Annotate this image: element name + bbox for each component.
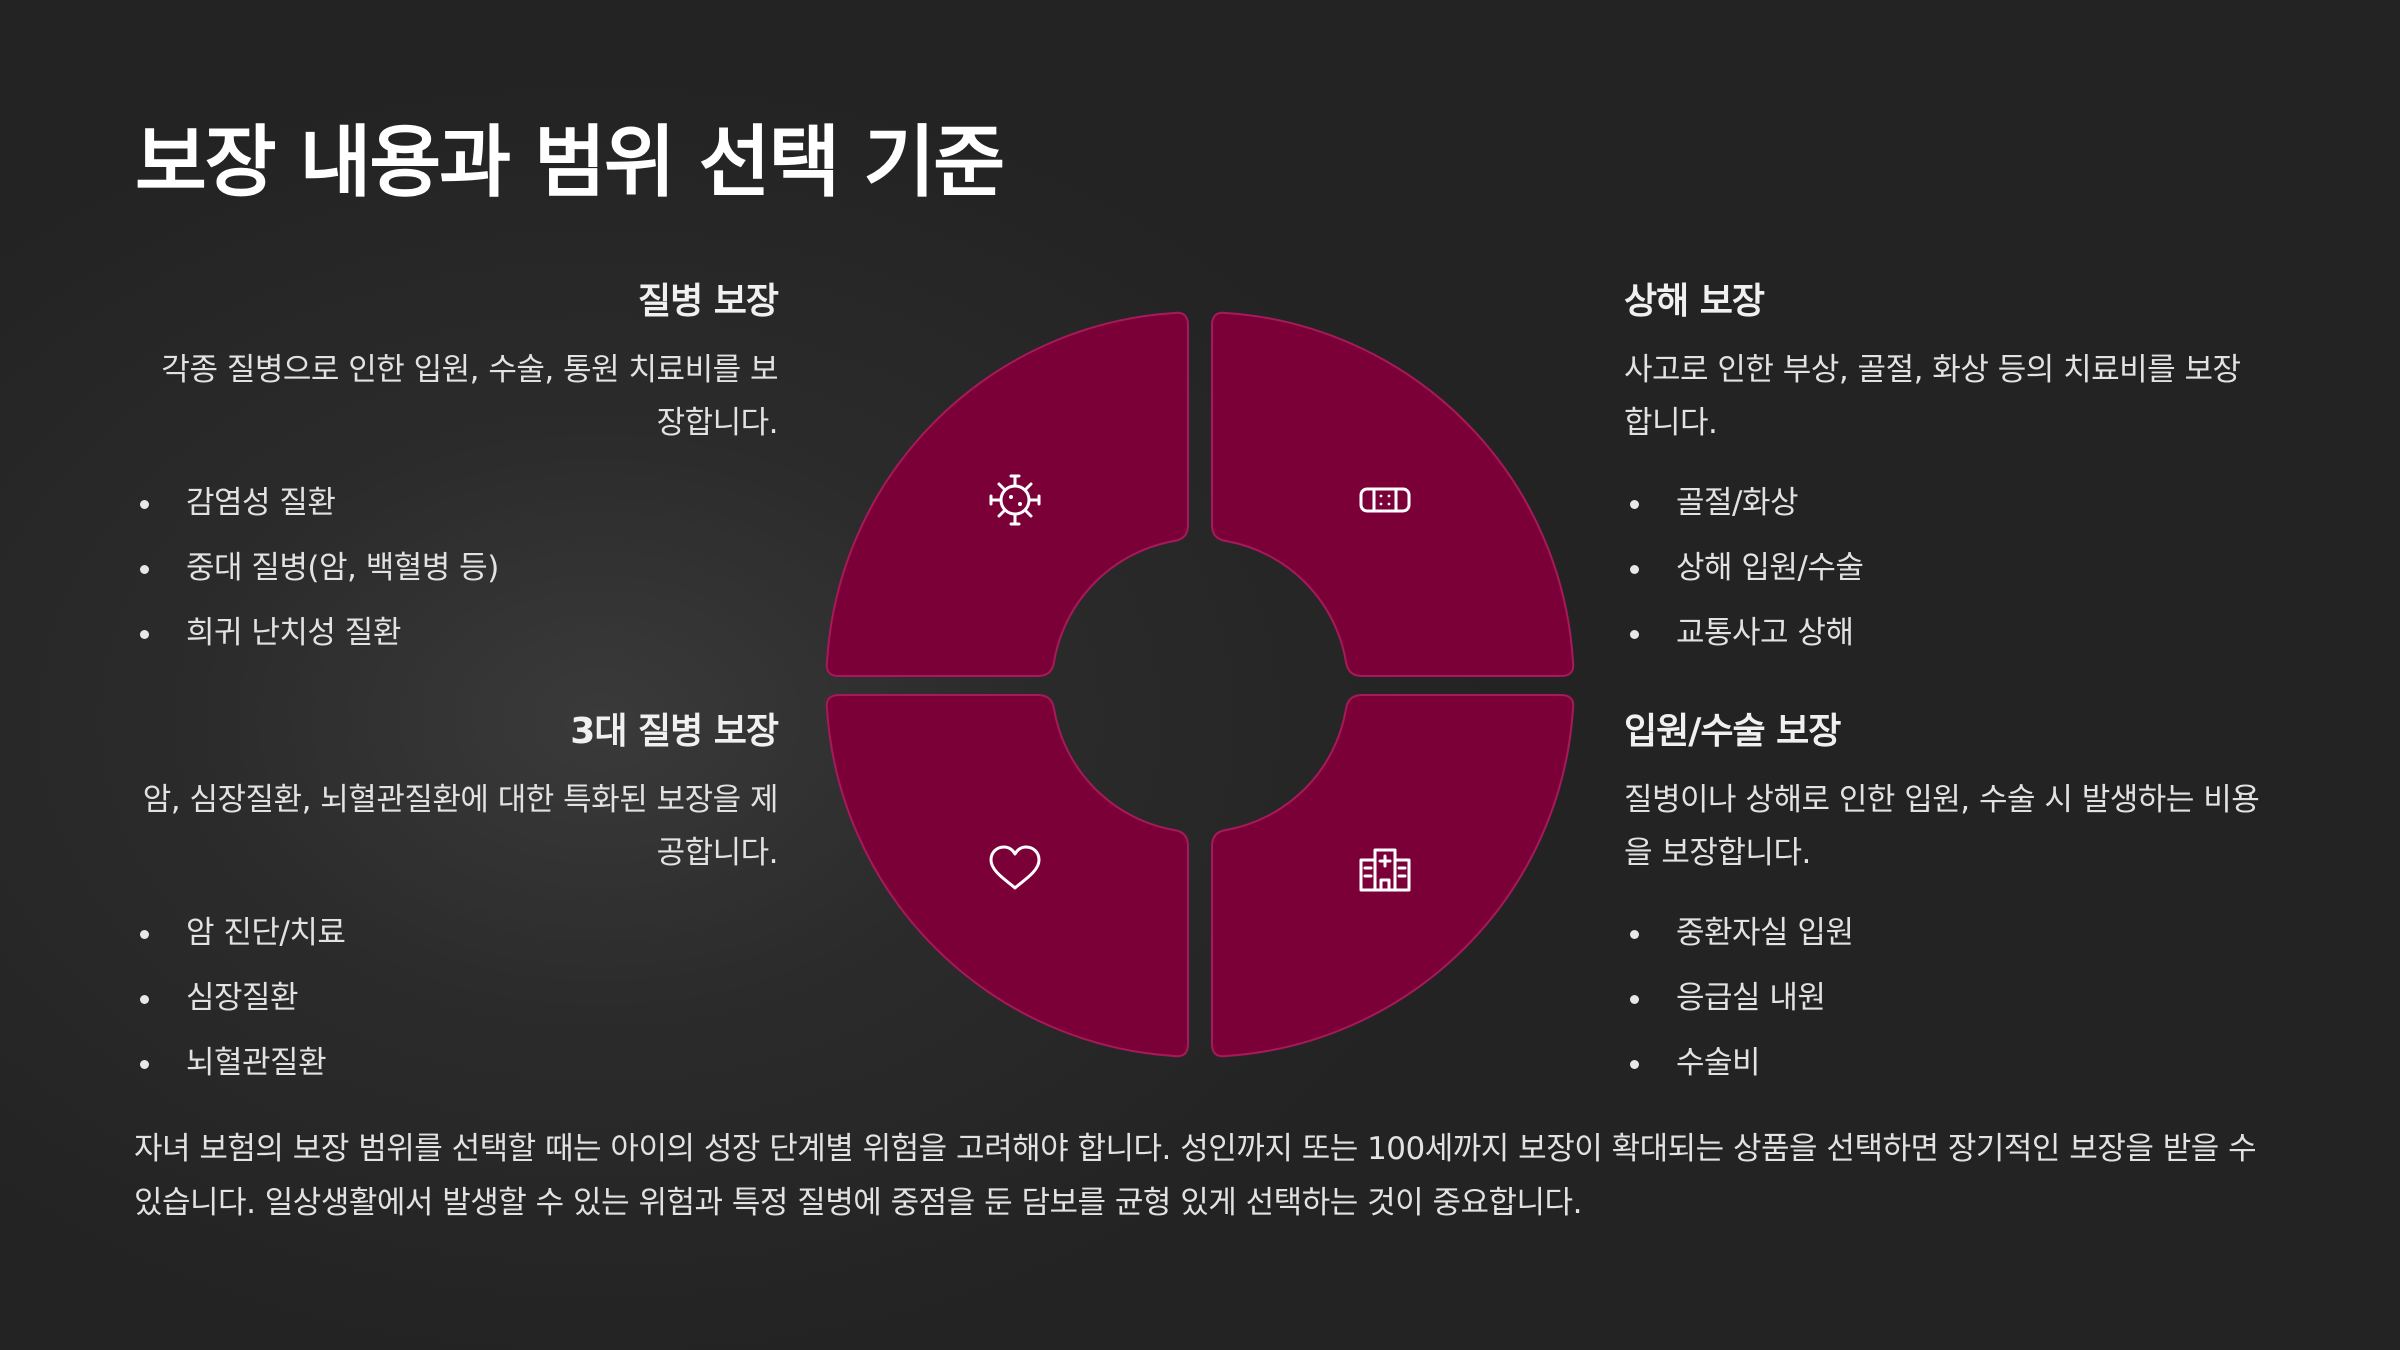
list-item: 뇌혈관질환 bbox=[134, 1031, 778, 1096]
list-item: 교통사고 상해 bbox=[1624, 601, 2264, 666]
page-title: 보장 내용과 범위 선택 기준 bbox=[135, 118, 1005, 208]
list-item: 암 진단/치료 bbox=[134, 901, 778, 966]
list-item: 희귀 난치성 질환 bbox=[134, 601, 778, 666]
major-disease-coverage-heading: 3대 질병 보장 bbox=[570, 711, 779, 752]
major-disease-coverage-block: 3대 질병 보장 암, 심장질환, 뇌혈관질환에 대한 특화된 보장을 제공합니… bbox=[134, 702, 779, 1096]
quadrant-major-disease bbox=[825, 694, 1189, 1058]
hospitalization-coverage-description: 질병이나 상해로 인한 입원, 수술 시 발생하는 비용을 보장합니다. bbox=[1624, 782, 2260, 871]
footer-note: 자녀 보험의 보장 범위를 선택할 때는 아이의 성장 단계별 위험을 고려해야… bbox=[134, 1131, 2257, 1221]
virus-icon bbox=[989, 474, 1041, 526]
injury-coverage-heading: 상해 보장 bbox=[1624, 281, 1765, 322]
disease-coverage-block: 질병 보장 각종 질병으로 인한 입원, 수술, 통원 치료비를 보장합니다. … bbox=[134, 272, 779, 666]
hospital-icon bbox=[1359, 848, 1411, 892]
list-item: 골절/화상 bbox=[1624, 471, 2264, 536]
quadrant-disease bbox=[825, 311, 1189, 677]
quadrant-injury bbox=[1211, 311, 1575, 677]
injury-coverage-block: 상해 보장 사고로 인한 부상, 골절, 화상 등의 치료비를 보장합니다. 골… bbox=[1624, 272, 2264, 666]
disease-coverage-list: 감염성 질환 중대 질병(암, 백혈병 등) 희귀 난치성 질환 bbox=[134, 471, 778, 666]
list-item: 중환자실 입원 bbox=[1624, 901, 2264, 966]
disease-coverage-description: 각종 질병으로 인한 입원, 수술, 통원 치료비를 보장합니다. bbox=[161, 352, 778, 441]
list-item: 응급실 내원 bbox=[1624, 966, 2264, 1031]
major-disease-coverage-list: 암 진단/치료 심장질환 뇌혈관질환 bbox=[134, 901, 778, 1096]
heart-icon bbox=[989, 845, 1041, 890]
list-item: 심장질환 bbox=[134, 966, 778, 1031]
hospitalization-coverage-heading: 입원/수술 보장 bbox=[1624, 711, 1841, 752]
disease-coverage-heading: 질병 보장 bbox=[637, 281, 779, 322]
injury-coverage-description: 사고로 인한 부상, 골절, 화상 등의 치료비를 보장합니다. bbox=[1624, 352, 2241, 441]
list-item: 상해 입원/수술 bbox=[1624, 536, 2264, 601]
bandage-icon bbox=[1359, 487, 1411, 513]
hospitalization-coverage-block: 입원/수술 보장 질병이나 상해로 인한 입원, 수술 시 발생하는 비용을 보… bbox=[1624, 702, 2264, 1096]
hospitalization-coverage-list: 중환자실 입원 응급실 내원 수술비 bbox=[1624, 901, 2264, 1096]
list-item: 수술비 bbox=[1624, 1031, 2264, 1096]
list-item: 중대 질병(암, 백혈병 등) bbox=[134, 536, 778, 601]
major-disease-coverage-description: 암, 심장질환, 뇌혈관질환에 대한 특화된 보장을 제공합니다. bbox=[142, 782, 779, 871]
list-item: 감염성 질환 bbox=[134, 471, 778, 536]
quadrant-hospitalization bbox=[1211, 694, 1575, 1058]
injury-coverage-list: 골절/화상 상해 입원/수술 교통사고 상해 bbox=[1624, 471, 2264, 666]
